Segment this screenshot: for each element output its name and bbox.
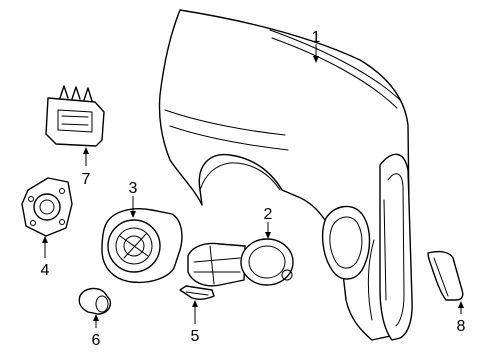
quarter-panel xyxy=(158,9,413,341)
arrowhead-5 xyxy=(192,300,198,307)
callout-numbers: 1 2 3 4 5 6 7 8 xyxy=(41,29,466,349)
filler-housing xyxy=(101,208,183,284)
arrowhead-4 xyxy=(42,236,48,243)
trim-piece xyxy=(427,250,464,301)
callout-4: 4 xyxy=(41,262,50,279)
callout-3: 3 xyxy=(129,180,138,197)
callout-2: 2 xyxy=(264,206,273,223)
retaining-clip xyxy=(179,285,215,301)
callout-5: 5 xyxy=(191,328,200,345)
callout-6: 6 xyxy=(92,332,101,349)
mounting-plate xyxy=(21,177,73,237)
housing-bracket xyxy=(45,85,105,147)
fuel-door xyxy=(187,238,294,287)
arrowhead-1 xyxy=(313,56,319,63)
callout-7: 7 xyxy=(82,171,91,188)
small-bumper xyxy=(78,287,112,315)
callout-1: 1 xyxy=(312,29,321,46)
leader-lines xyxy=(42,44,464,328)
arrowhead-3 xyxy=(130,211,136,218)
arrowhead-6 xyxy=(93,314,99,321)
arrowhead-7 xyxy=(83,147,89,154)
callout-8: 8 xyxy=(457,318,466,335)
arrowhead-8 xyxy=(458,301,464,308)
arrowhead-2 xyxy=(265,232,271,239)
